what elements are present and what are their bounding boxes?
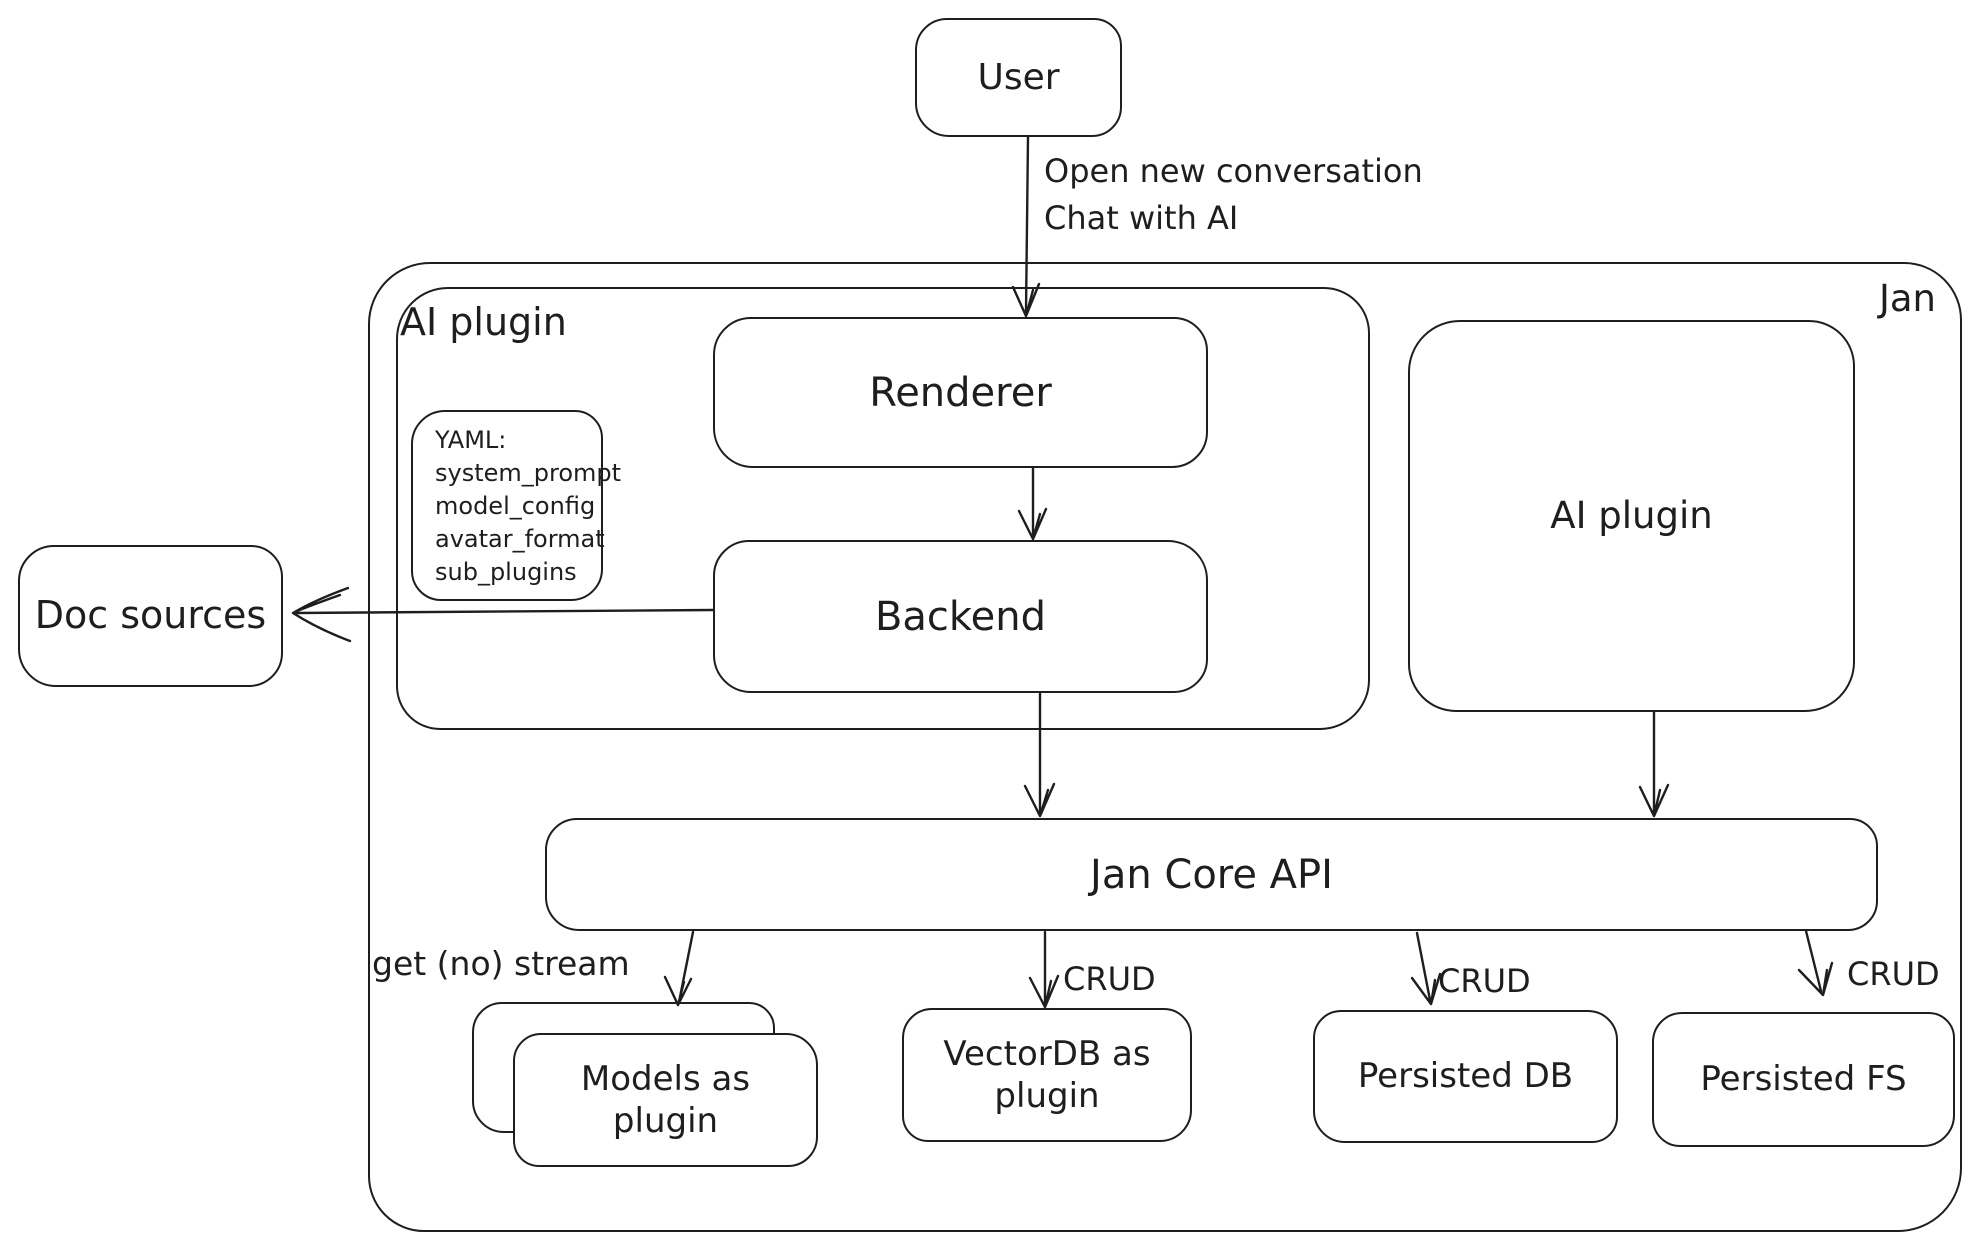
yaml-note-line: system_prompt <box>435 459 622 487</box>
persisted-fs-label: Persisted FS <box>1700 1059 1907 1100</box>
backend-label: Backend <box>874 593 1047 640</box>
user-label: User <box>977 57 1060 98</box>
yaml-note: YAML: system_prompt model_config avatar_… <box>411 410 621 601</box>
yaml-note-text: YAML: system_prompt model_config avatar_… <box>435 424 621 589</box>
renderer-label: Renderer <box>869 369 1052 416</box>
yaml-note-line: sub_plugins <box>435 558 577 586</box>
edge-label-line1: Open new conversation <box>1044 152 1423 190</box>
edge-label-crud-persisted-fs: CRUD <box>1847 955 1940 993</box>
edge-label-open-conversation: Open new conversation Chat with AI <box>1044 148 1423 242</box>
backend-node: Backend <box>713 540 1208 693</box>
persisted-db-label: Persisted DB <box>1357 1056 1574 1097</box>
persisted-db-node: Persisted DB <box>1313 1010 1618 1143</box>
jan-core-api-label: Jan Core API <box>1090 851 1333 898</box>
ai-plugin-label: AI plugin <box>1550 493 1713 537</box>
doc-sources-node: Doc sources <box>18 545 283 687</box>
renderer-node: Renderer <box>713 317 1208 468</box>
edge-label-crud-vectordb: CRUD <box>1063 960 1156 998</box>
jan-container-label: Jan <box>1878 277 1936 320</box>
vectordb-plugin-node: VectorDB as plugin <box>902 1008 1192 1142</box>
jan-core-api-node: Jan Core API <box>545 818 1878 931</box>
models-plugin-label: Models as plugin <box>580 1058 751 1142</box>
ai-plugin-node: AI plugin <box>1408 320 1855 712</box>
ai-plugin-container-label: AI plugin <box>400 300 567 344</box>
edge-label-line2: Chat with AI <box>1044 199 1239 237</box>
yaml-note-line: YAML: <box>435 426 507 454</box>
persisted-fs-node: Persisted FS <box>1652 1012 1955 1147</box>
yaml-note-line: avatar_format <box>435 525 605 553</box>
yaml-note-line: model_config <box>435 492 596 520</box>
models-plugin-node: Models as plugin <box>513 1033 818 1167</box>
vectordb-plugin-label: VectorDB as plugin <box>943 1033 1151 1117</box>
edge-label-get-no-stream: get (no) stream <box>372 944 630 983</box>
doc-sources-label: Doc sources <box>34 593 267 638</box>
user-node: User <box>915 18 1122 137</box>
edge-label-crud-persisted-db: CRUD <box>1438 962 1531 1000</box>
